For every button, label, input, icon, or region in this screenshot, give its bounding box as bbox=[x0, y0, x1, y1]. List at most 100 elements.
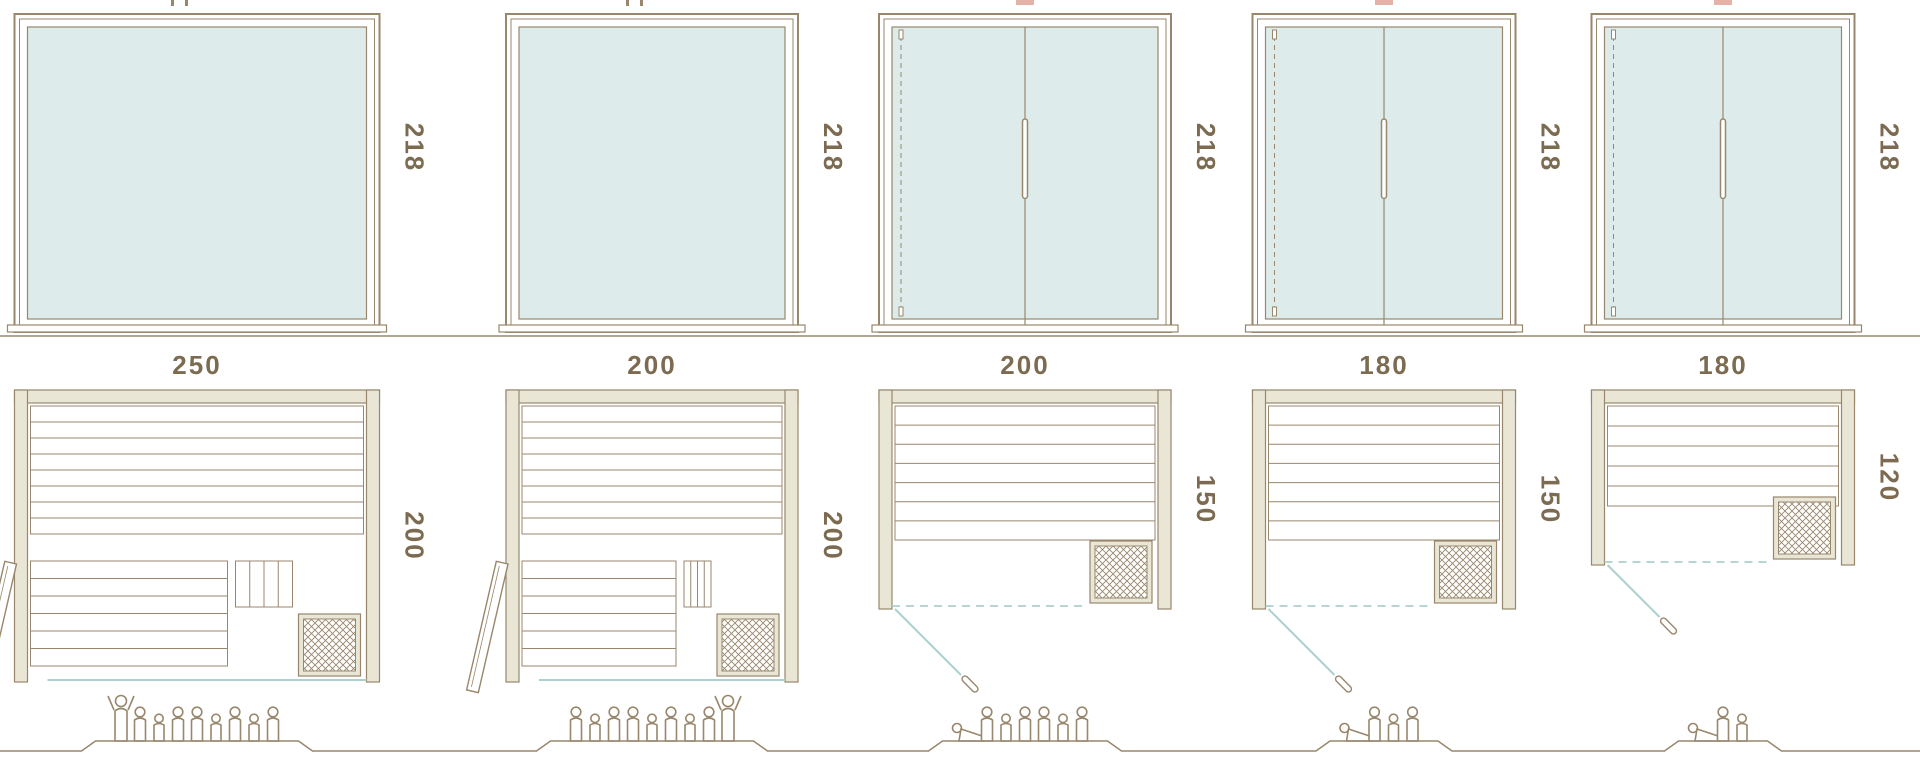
hinge-bottom bbox=[1611, 306, 1616, 317]
wall-left bbox=[1590, 389, 1606, 566]
person-figure-recline bbox=[951, 722, 986, 742]
front-elevation bbox=[1244, 13, 1524, 333]
wall-left bbox=[13, 389, 29, 683]
person-figure-stand bbox=[569, 706, 583, 742]
door-handle-plan bbox=[1334, 675, 1353, 693]
wall-left bbox=[1251, 389, 1267, 610]
wall-top bbox=[1590, 389, 1856, 404]
wall-top bbox=[505, 389, 799, 404]
person-figure-stand-s bbox=[210, 713, 222, 742]
wall-right bbox=[1840, 389, 1856, 566]
person-figure-stand bbox=[133, 706, 147, 742]
door-handle bbox=[1380, 118, 1388, 200]
person-figure-stand bbox=[1037, 706, 1051, 742]
capacity-figures bbox=[107, 694, 280, 742]
bench-upper bbox=[1607, 405, 1839, 507]
bench-upper bbox=[894, 405, 1156, 541]
wall-right bbox=[1157, 389, 1172, 610]
person-figure-recline bbox=[1339, 722, 1373, 742]
door-swing-line bbox=[1606, 564, 1661, 618]
door-handle-plan bbox=[961, 675, 979, 693]
person-figure-stand bbox=[1406, 706, 1419, 742]
width-dimension-label: 180 bbox=[1359, 350, 1408, 380]
bench-upper bbox=[521, 405, 783, 535]
bench-lower bbox=[30, 560, 228, 667]
glass-pane bbox=[26, 26, 368, 320]
wall-top bbox=[1251, 389, 1517, 404]
depth-dimension-label: 200 bbox=[400, 511, 430, 560]
person-figure-stand-s bbox=[248, 713, 260, 742]
sill bbox=[871, 324, 1179, 333]
width-dimension-label: 200 bbox=[1000, 350, 1049, 380]
wall-top bbox=[13, 389, 381, 404]
depth-dimension-label: 150 bbox=[1191, 475, 1221, 524]
cropped-top-mark bbox=[1714, 0, 1732, 5]
backrest-slats bbox=[683, 560, 712, 608]
bench-lower bbox=[521, 560, 677, 667]
capacity-figures bbox=[1339, 706, 1419, 742]
person-figure-stand bbox=[1075, 706, 1089, 742]
front-elevation bbox=[6, 13, 388, 333]
height-dimension-label: 218 bbox=[1875, 123, 1905, 172]
person-figure-stand-s bbox=[684, 713, 696, 742]
heater bbox=[1433, 540, 1498, 604]
width-dimension-label: 180 bbox=[1698, 350, 1747, 380]
cropped-top-mark bbox=[1016, 0, 1034, 5]
people-ground-line bbox=[0, 740, 1920, 752]
depth-dimension-label: 120 bbox=[1875, 453, 1905, 502]
width-dimension-label: 200 bbox=[627, 350, 676, 380]
wall-right bbox=[784, 389, 799, 683]
bench-upper bbox=[30, 405, 364, 535]
person-figure-stand bbox=[1716, 706, 1730, 742]
floor-plan bbox=[1251, 389, 1517, 693]
sill bbox=[6, 324, 388, 333]
heater bbox=[297, 613, 362, 677]
capacity-figures bbox=[951, 706, 1089, 742]
person-figure-arms-up bbox=[714, 694, 742, 742]
capacity-figures bbox=[1687, 706, 1748, 742]
door-swing-line bbox=[894, 608, 962, 676]
person-figure-stand-s bbox=[589, 713, 601, 742]
person-figure-stand-s bbox=[1000, 713, 1012, 742]
person-figure-stand-s bbox=[1387, 713, 1400, 742]
hinge-top bbox=[898, 29, 904, 40]
backrest-slats bbox=[235, 560, 293, 608]
cropped-top-mark bbox=[1375, 0, 1393, 5]
person-figure-stand bbox=[171, 706, 185, 742]
person-figure-stand bbox=[664, 706, 678, 742]
heater bbox=[716, 613, 780, 677]
cropped-top-mark bbox=[626, 0, 629, 6]
wall-right bbox=[1501, 389, 1517, 610]
heater bbox=[1772, 496, 1837, 560]
sill bbox=[1583, 324, 1863, 333]
person-figure-stand bbox=[1368, 706, 1381, 742]
person-figure-stand bbox=[980, 706, 994, 742]
door-handle bbox=[1719, 118, 1727, 200]
wall-right bbox=[365, 389, 381, 683]
floor-plan bbox=[0, 389, 381, 694]
heater bbox=[1089, 540, 1153, 604]
wall-left bbox=[505, 389, 520, 683]
person-figure-stand bbox=[1018, 706, 1032, 742]
depth-dimension-label: 200 bbox=[818, 511, 848, 560]
hinge-bottom bbox=[1272, 306, 1277, 317]
front-elevation bbox=[871, 13, 1179, 333]
cropped-top-mark bbox=[171, 0, 174, 6]
person-figure-stand-s bbox=[153, 713, 165, 742]
person-figure-stand bbox=[190, 706, 204, 742]
floor-plan bbox=[1590, 389, 1856, 635]
door-handle-plan bbox=[1659, 617, 1678, 635]
person-figure-stand bbox=[228, 706, 242, 742]
sauna-model-200x200: 218 200 200 bbox=[465, 0, 848, 742]
open-door bbox=[0, 560, 18, 694]
sauna-model-180x120: 218 180 120 bbox=[1583, 0, 1905, 742]
person-figure-arms-up bbox=[107, 694, 135, 742]
capacity-figures bbox=[569, 694, 742, 742]
height-dimension-label: 218 bbox=[1536, 123, 1566, 172]
height-dimension-label: 218 bbox=[818, 123, 848, 172]
glass-pane bbox=[518, 26, 786, 320]
floor-plan bbox=[465, 389, 799, 694]
